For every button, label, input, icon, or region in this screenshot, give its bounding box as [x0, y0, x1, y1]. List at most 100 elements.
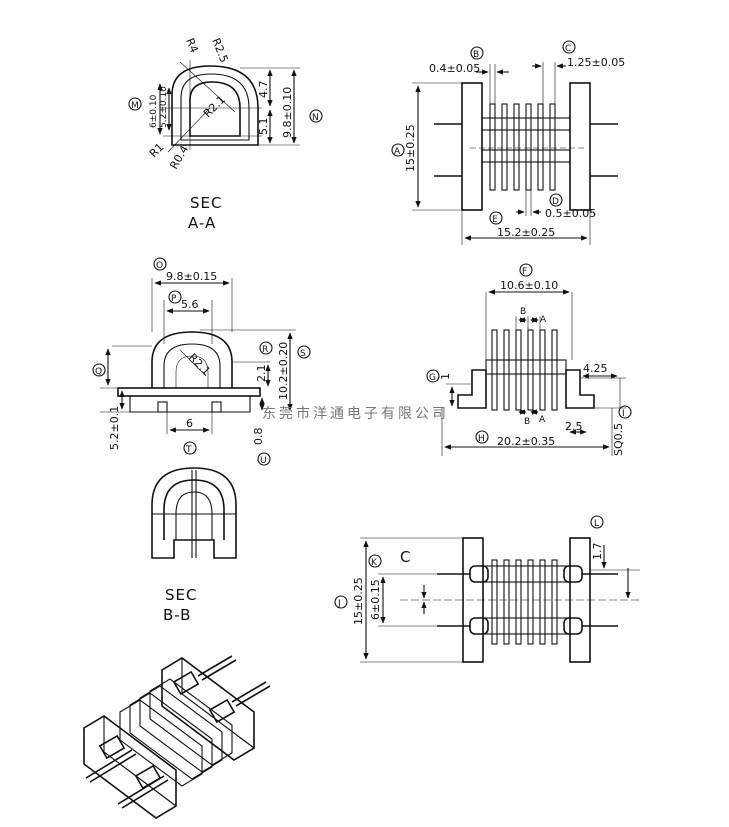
- sec-aa-r04-label: R0.4: [167, 143, 191, 171]
- front-52-label: 5.2±0.1: [108, 406, 121, 450]
- callout-u: U: [257, 452, 271, 466]
- svg-text:Q: Q: [95, 367, 102, 377]
- svg-text:K: K: [371, 558, 378, 568]
- svg-text:C: C: [565, 44, 571, 54]
- callout-n: N: [309, 109, 323, 123]
- bottom-6-label: 6±0.15: [369, 579, 382, 620]
- bottom-17-label: 1.7: [591, 543, 604, 561]
- sec-aa-98-label: 9.8±0.10: [281, 87, 294, 138]
- callout-c: C: [562, 40, 576, 54]
- svg-text:S: S: [300, 349, 306, 359]
- svg-text:N: N: [312, 113, 319, 123]
- callout-b: B: [470, 46, 484, 60]
- side-view-mid: 10.6±0.10 B A B A 1 4.25 2.5 20.2±0.35 S…: [426, 263, 632, 456]
- svg-text:M: M: [131, 101, 139, 111]
- sec-aa-r21-label: R2.1: [201, 93, 228, 120]
- side-mid-right-terminal: [565, 369, 595, 409]
- sec-aa-middle-profile: [180, 73, 250, 141]
- sec-aa-6-label: 6±0.10: [149, 94, 159, 128]
- iso-pins: [85, 655, 271, 809]
- callout-l: L: [590, 515, 604, 529]
- isometric-view: [83, 655, 271, 819]
- svg-text:D: D: [552, 197, 559, 207]
- sec-aa-title: SEC: [190, 194, 222, 212]
- bottom-fins: [491, 559, 558, 645]
- sec-bb-inner-profile: [163, 479, 225, 540]
- callout-p: P: [168, 290, 182, 304]
- sec-aa-subtitle: A-A: [188, 214, 216, 232]
- front-base: [117, 387, 261, 397]
- side-mid-a-bottom-label: A: [539, 415, 546, 425]
- front-6-label: 6: [186, 417, 193, 430]
- bottom-15-label: 15±0.25: [352, 577, 365, 625]
- side-top-15-label: 15±0.25: [404, 124, 417, 172]
- side-top-04-label: 0.4±0.05: [429, 62, 480, 75]
- front-view: 9.8±0.15 5.6 R2.1 2.1 10.2±0.20 5.2±0.1 …: [92, 257, 311, 466]
- callout-r: R: [259, 341, 273, 355]
- side-mid-1-label: 1: [439, 373, 452, 380]
- side-mid-a-top-label: A: [540, 315, 547, 325]
- callout-q: Q: [92, 363, 106, 377]
- callout-d: D: [549, 193, 563, 207]
- sec-aa-52-label: 5.2±0.10: [159, 86, 169, 128]
- side-mid-25-label: 2.5: [565, 420, 583, 433]
- callout-f: F: [519, 263, 533, 277]
- front-102-label: 10.2±0.20: [277, 342, 290, 400]
- bottom-view: C 15±0.25 6±0.15 1.7 K J L: [334, 515, 640, 663]
- callout-t: T: [183, 441, 197, 455]
- callout-m: M: [128, 97, 142, 111]
- svg-text:G: G: [429, 373, 436, 383]
- callout-g: G: [426, 369, 440, 383]
- side-mid-106-label: 10.6±0.10: [500, 279, 558, 292]
- section-aa-view: R2.5 R4 R2.1 R1 R0.4 4.7 5.1 9.8±0.10 6±…: [128, 36, 323, 232]
- front-56-label: 5.6: [181, 298, 199, 311]
- sec-aa-r4-label: R4: [183, 36, 201, 54]
- side-mid-fins: [491, 329, 558, 411]
- svg-text:L: L: [594, 519, 599, 529]
- front-98-label: 9.8±0.15: [166, 270, 217, 283]
- callout-a: A: [391, 143, 405, 157]
- svg-text:I: I: [622, 409, 625, 419]
- svg-text:P: P: [171, 294, 177, 304]
- callout-i: I: [618, 405, 632, 419]
- callout-e: E: [489, 211, 503, 225]
- front-21-label: 2.1: [255, 365, 268, 383]
- sec-aa-r1-label: R1: [147, 141, 167, 161]
- svg-text:O: O: [156, 261, 163, 271]
- side-mid-425-label: 4.25: [583, 362, 608, 375]
- section-bb-view: SEC B-B: [151, 467, 237, 624]
- side-top-05-label: 0.5±0.05: [545, 207, 596, 220]
- svg-text:T: T: [185, 445, 192, 455]
- callout-h: H: [475, 430, 489, 444]
- svg-text:J: J: [337, 599, 341, 609]
- front-r21-label: R2.1: [186, 351, 213, 378]
- bottom-c-label: C: [400, 548, 411, 566]
- callout-o: O: [153, 257, 167, 271]
- svg-text:E: E: [492, 215, 498, 225]
- side-mid-b-top-label: B: [520, 307, 526, 317]
- side-mid-b-bottom-label: B: [524, 417, 530, 427]
- side-top-125-label: 1.25±0.05: [567, 56, 625, 69]
- side-top-right-flange: [569, 82, 591, 211]
- side-mid-left-terminal: [457, 369, 487, 409]
- side-mid-202-label: 20.2±0.35: [497, 435, 555, 448]
- side-mid-sq-label: SQ0.5: [612, 423, 625, 456]
- side-top-152-label: 15.2±0.25: [497, 226, 555, 239]
- front-outer-arch: [151, 331, 233, 388]
- svg-text:U: U: [260, 456, 267, 466]
- svg-text:F: F: [522, 267, 527, 277]
- callout-j: J: [334, 595, 348, 609]
- sec-aa-outer-profile: [171, 65, 259, 146]
- iso-right-flange: [161, 657, 255, 761]
- sec-aa-r25-label: R2.5: [209, 36, 230, 64]
- sec-bb-subtitle: B-B: [163, 606, 191, 624]
- svg-text:B: B: [473, 50, 479, 60]
- svg-text:R: R: [262, 345, 268, 355]
- sec-aa-51-label: 5.1: [257, 118, 270, 136]
- company-watermark: 东莞市洋通电子有限公司: [262, 405, 449, 422]
- side-view-top: 0.4±0.05 1.25±0.05 15±0.25 0.5±0.05 15.2…: [391, 40, 625, 245]
- side-top-fins: [489, 103, 556, 191]
- front-inner-arch: [163, 343, 221, 388]
- callout-s: S: [297, 345, 311, 359]
